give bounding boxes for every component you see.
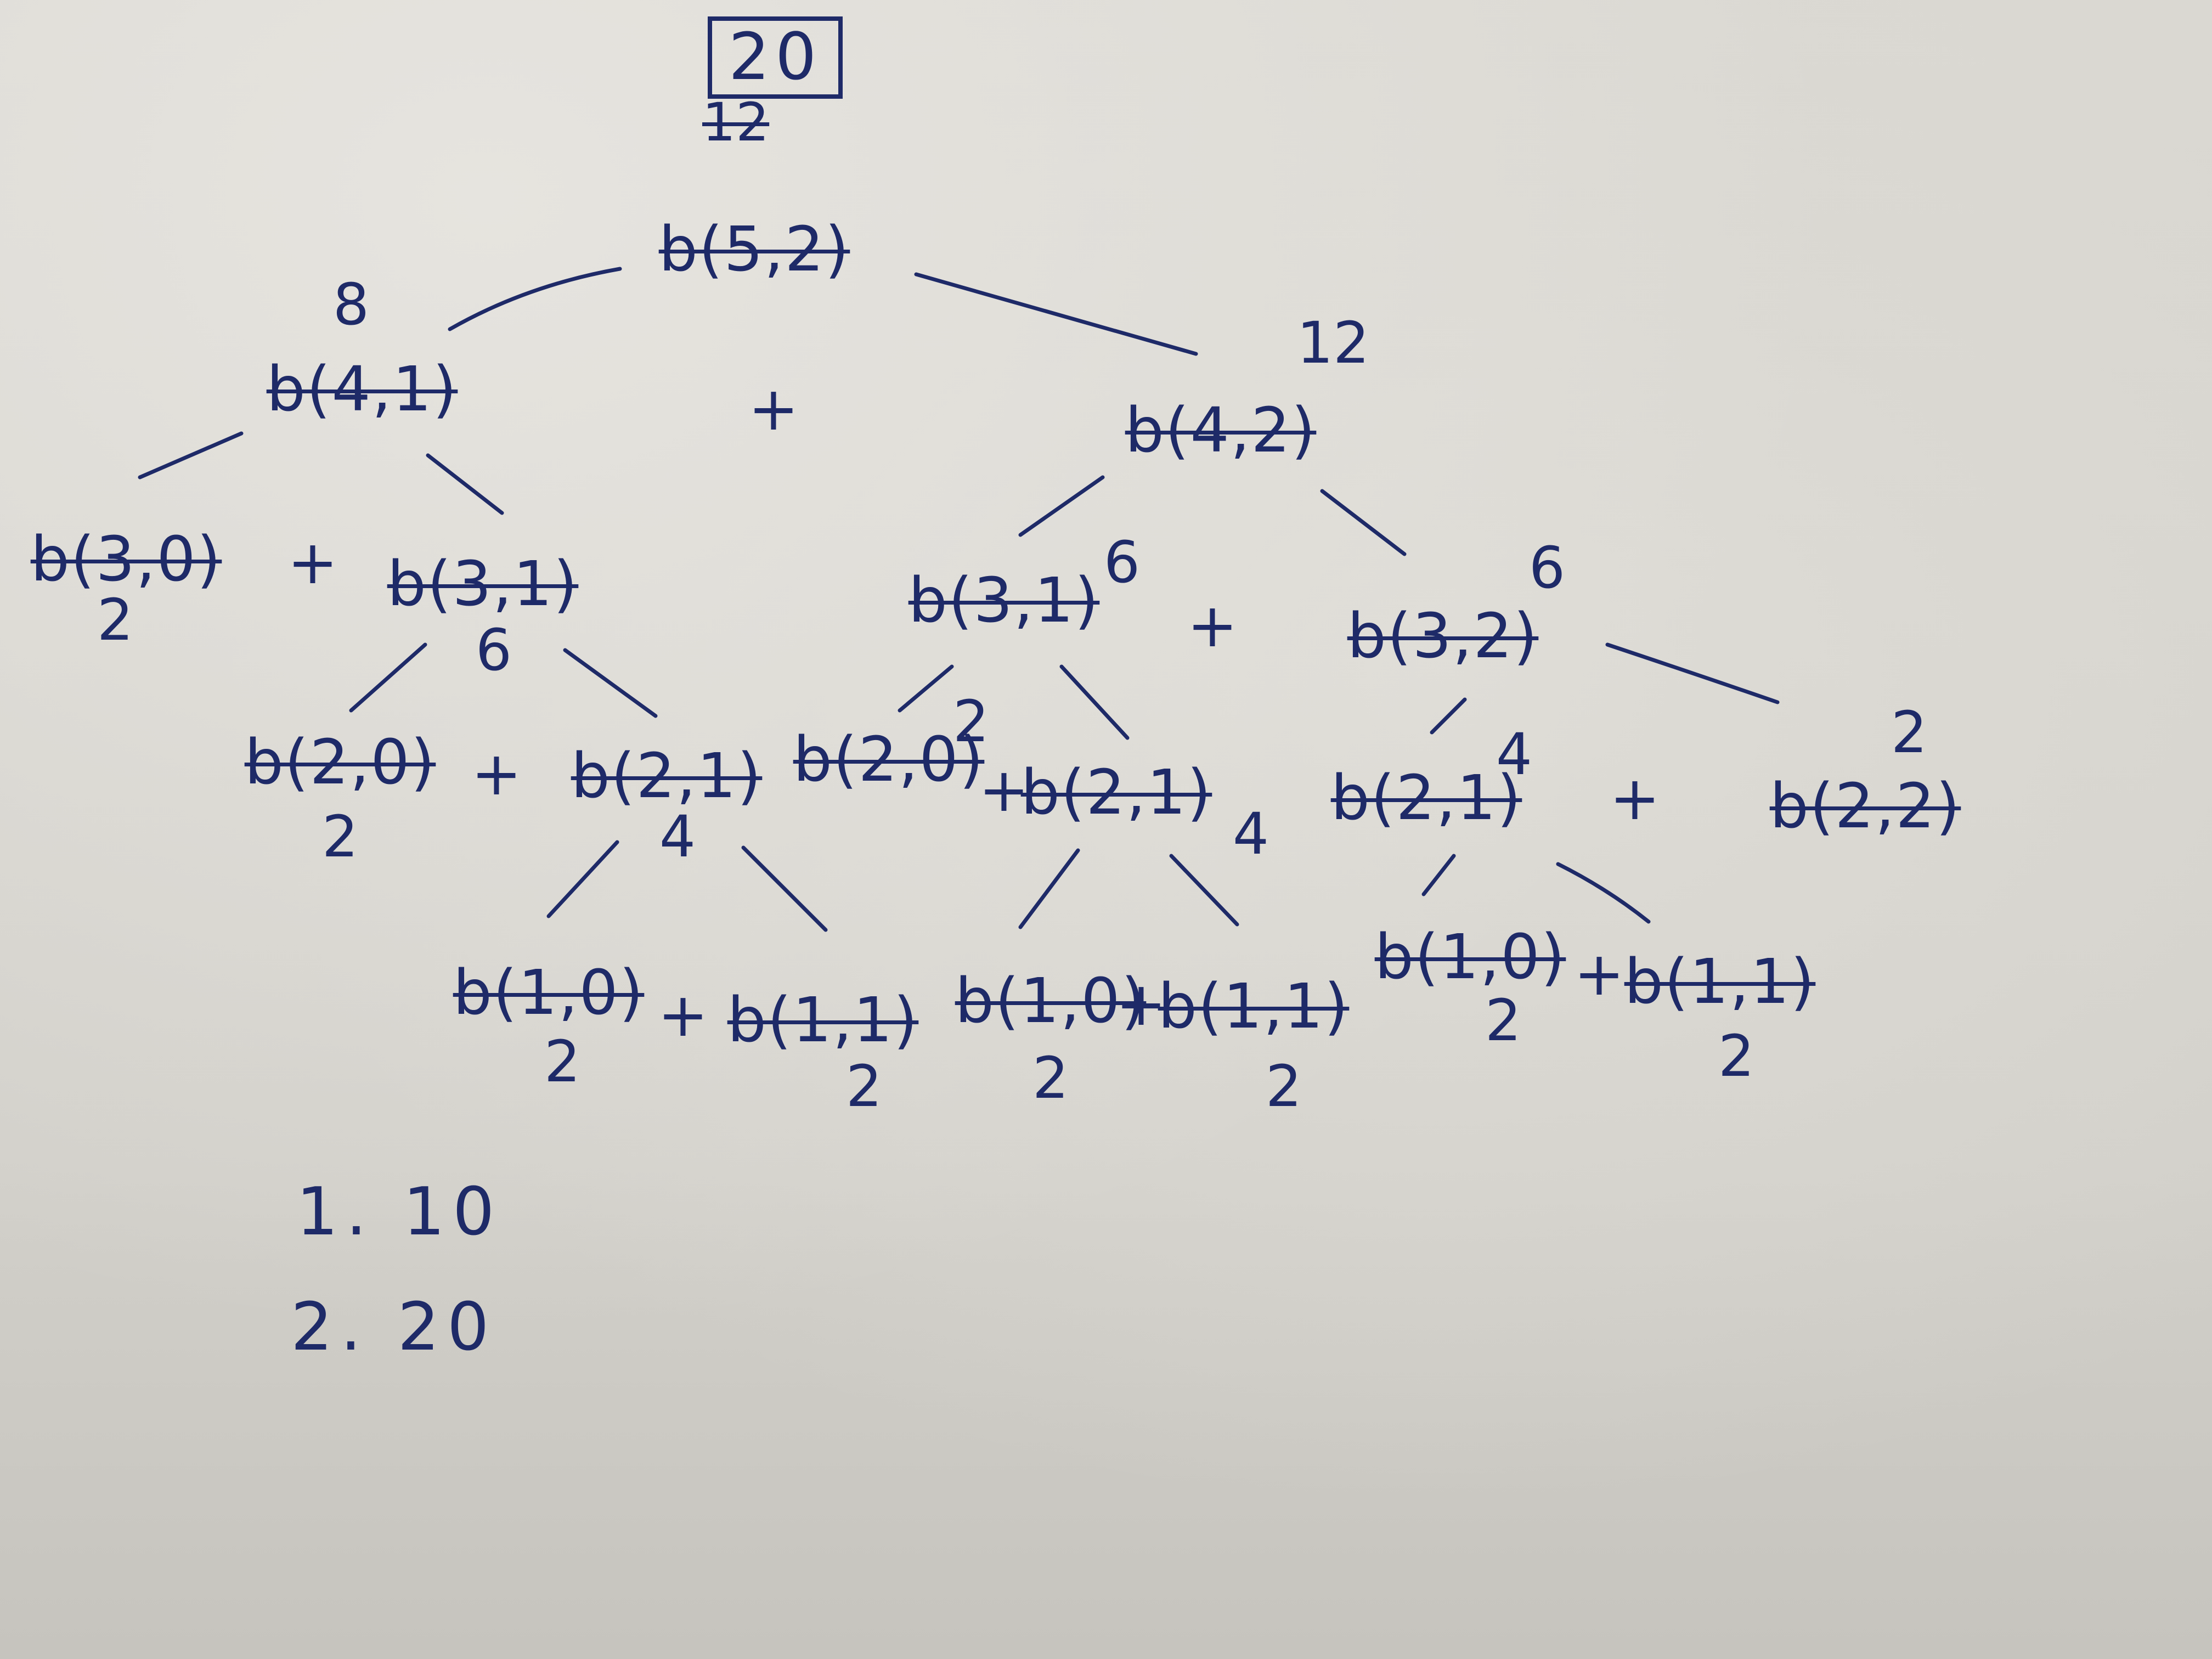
final-answer-box: 20	[708, 16, 843, 99]
value-l3-a: 2	[321, 803, 359, 870]
edge-l2b-a	[349, 642, 427, 713]
edge-l3e-e	[1421, 854, 1456, 896]
plus-sign: +	[978, 755, 1030, 825]
node-l4-a: b(1,0)	[453, 957, 645, 1029]
value-l4-f: 2	[1718, 1023, 1755, 1090]
value-l3-d: 4	[1232, 800, 1269, 867]
edge-l1right-d	[1320, 489, 1407, 556]
node-l1-left: b(4,1)	[266, 354, 458, 425]
edge-l3b-a	[546, 840, 619, 918]
plus-sign: +	[1573, 939, 1625, 1009]
edge-l3b-b	[741, 845, 828, 932]
note-1: 1. 10	[296, 1174, 503, 1250]
edge-l2d-f	[1605, 642, 1780, 704]
value-l4-a: 2	[544, 1028, 581, 1095]
value-l3-e: 4	[1496, 721, 1533, 788]
node-l4-b: b(1,1)	[727, 985, 919, 1056]
node-root: b(5,2)	[658, 214, 850, 285]
edge-l3e-f	[1556, 862, 1651, 924]
node-l3-e: b(2,1)	[1330, 763, 1522, 834]
value-l4-c: 2	[1032, 1045, 1069, 1111]
node-l1-right: b(4,2)	[1125, 395, 1317, 466]
edge-l2c-d	[1059, 664, 1130, 740]
value-l2-d: 6	[1528, 534, 1566, 601]
node-l4-d: b(1,1)	[1158, 971, 1350, 1042]
node-l3-d: b(2,1)	[1020, 757, 1212, 828]
note-2: 2. 20	[291, 1289, 497, 1365]
plus-sign: +	[1187, 590, 1238, 661]
node-l2-c: b(3,1)	[908, 565, 1100, 636]
plus-sign: +	[1115, 969, 1167, 1039]
edge-l1right-c	[1018, 475, 1105, 537]
node-l2-d: b(3,2)	[1347, 601, 1539, 672]
edge-root-left	[448, 267, 622, 331]
node-l4-c: b(1,0)	[955, 966, 1147, 1037]
plus-sign: +	[1609, 763, 1661, 833]
value-l4-d: 2	[1265, 1053, 1302, 1120]
node-l3-b: b(2,1)	[571, 741, 763, 812]
value-l1-right: 12	[1296, 309, 1370, 376]
node-l3-f: b(2,2)	[1769, 771, 1961, 842]
node-l3-c: b(2,0)	[793, 724, 985, 795]
edge-l2b-b	[563, 648, 658, 718]
edge-l2c-c	[898, 664, 954, 713]
value-l3-f: 2	[1891, 699, 1928, 766]
node-l2-a: b(3,0)	[30, 524, 222, 595]
value-l3-c: 2	[952, 688, 990, 755]
struck-answer: 12	[702, 92, 770, 153]
value-l4-b: 2	[845, 1053, 883, 1120]
edge-l1left-a	[138, 431, 244, 479]
plus-sign: +	[657, 980, 709, 1050]
plus-sign: +	[471, 738, 522, 809]
value-l2-b: 6	[475, 617, 512, 684]
node-l2-b: b(3,1)	[387, 549, 579, 620]
edge-l3d-d	[1169, 854, 1239, 927]
value-l3-b: 4	[659, 803, 696, 870]
node-l4-f: b(1,1)	[1624, 946, 1816, 1018]
value-l2-a: 2	[97, 586, 134, 653]
node-l3-a: b(2,0)	[244, 727, 436, 798]
value-l2-c: 6	[1103, 529, 1141, 596]
plus-sign: +	[287, 527, 338, 597]
edge-l3d-c	[1018, 848, 1080, 929]
edge-l1left-b	[426, 453, 504, 515]
node-l4-e: b(1,0)	[1374, 922, 1566, 993]
edge-l2d-e	[1430, 697, 1467, 735]
edge-root-right	[914, 272, 1198, 356]
value-l4-e: 2	[1485, 987, 1522, 1054]
plus-sign: +	[748, 374, 799, 444]
value-l1-left: 8	[332, 271, 370, 338]
